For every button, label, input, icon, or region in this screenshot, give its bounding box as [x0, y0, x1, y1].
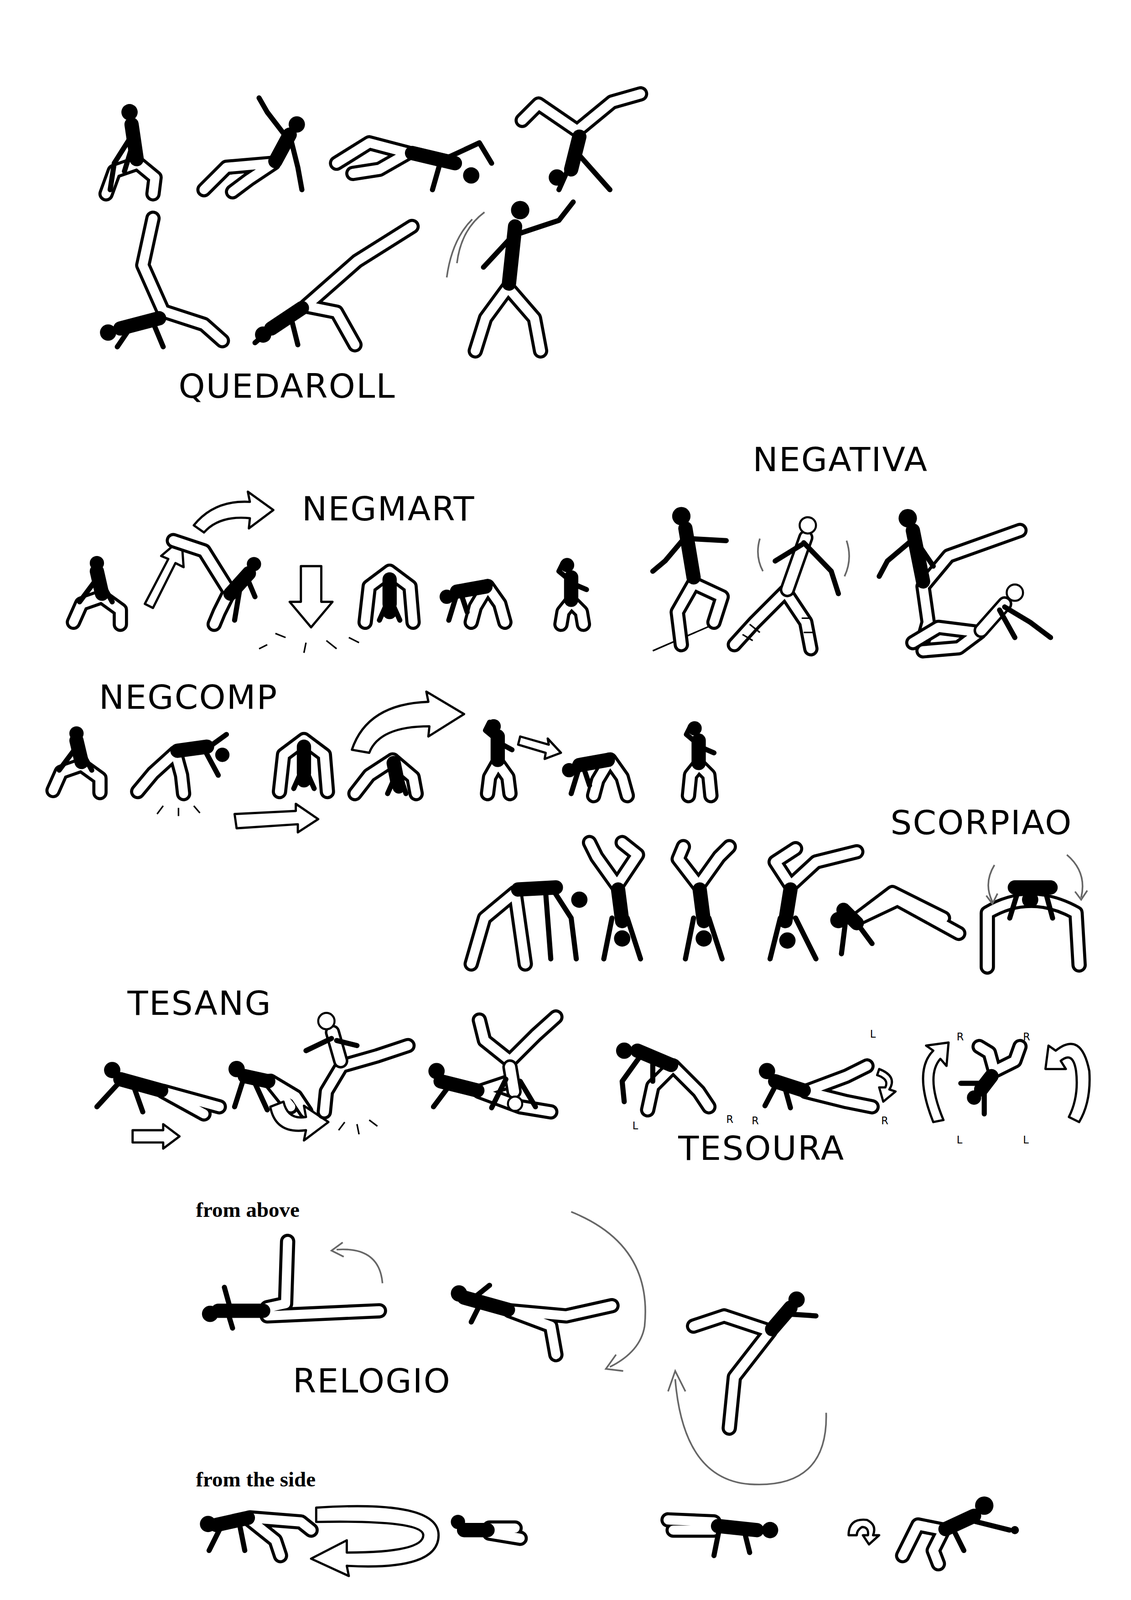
foot-marker: L: [870, 1027, 876, 1040]
move-name: TESOURA: [678, 1129, 845, 1168]
foot-marker: R: [726, 1113, 734, 1126]
foot-marker: L: [632, 1120, 639, 1132]
move-name: NEGATIVA: [752, 440, 929, 480]
move-name: NEGMART: [301, 489, 476, 529]
figure: [106, 103, 156, 194]
move-name: TESANG: [127, 984, 272, 1023]
foot-marker: L: [956, 1134, 963, 1147]
move-name: QUEDAROLL: [178, 367, 396, 406]
move-name: RELOGIO: [292, 1361, 452, 1401]
foot-marker: L: [1022, 1134, 1029, 1147]
foot-marker: R: [881, 1114, 889, 1127]
view-caption: from above: [195, 1197, 300, 1223]
move-name: SCORPIAO: [890, 803, 1073, 843]
foot-marker: R: [751, 1114, 759, 1127]
foot-marker: R: [956, 1031, 965, 1043]
view-caption: from the side: [195, 1466, 316, 1492]
foot-marker: R: [1022, 1031, 1031, 1043]
move-name: NEGCOMP: [98, 678, 279, 717]
